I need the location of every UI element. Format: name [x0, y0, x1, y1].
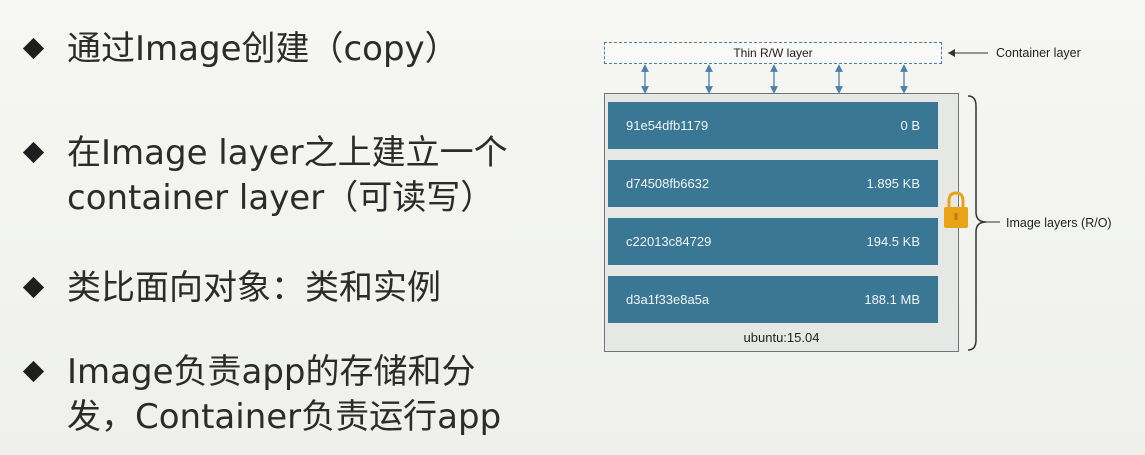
layer-size: 1.895 KB	[866, 176, 921, 191]
bullet-item: 在Image layer之上建立一个 container layer（可读写）	[22, 131, 508, 221]
bullet-text: 类比面向对象：类和实例	[67, 268, 441, 308]
image-layers-label: Image layers (R/O)	[1006, 216, 1112, 230]
container-layer-label: Container layer	[996, 46, 1081, 60]
layer-id: d74508fb6632	[626, 176, 710, 191]
bullet-item: Image负责app的存储和分 发，Container负责运行app	[22, 350, 502, 440]
thin-rw-layer: Thin R/W layer	[604, 42, 942, 64]
layer-size: 188.1 MB	[864, 292, 920, 307]
bullet-item: 通过Image创建（copy）	[22, 27, 459, 72]
image-layer-bar: d3a1f33e8a5a 188.1 MB	[608, 276, 938, 323]
bullet-text: Image负责app的存储和分 发，Container负责运行app	[67, 352, 502, 437]
bullet-text: 通过Image创建（copy）	[67, 29, 459, 69]
container-layer-pointer	[948, 49, 988, 57]
image-layer-bar: 91e54dfb1179 0 B	[608, 102, 938, 149]
base-image-label: ubuntu:15.04	[743, 330, 820, 345]
image-layer-bar: c22013c84729 194.5 KB	[608, 218, 938, 265]
layer-id: c22013c84729	[626, 234, 712, 249]
layer-size: 0 B	[900, 118, 920, 133]
image-layers-brace	[967, 95, 987, 351]
bullet-text: 在Image layer之上建立一个 container layer（可读写）	[67, 133, 508, 218]
layer-id: 91e54dfb1179	[626, 118, 709, 133]
image-layer-bar: d74508fb6632 1.895 KB	[608, 160, 938, 207]
lock-icon	[944, 191, 968, 228]
layer-id: d3a1f33e8a5a	[626, 292, 710, 307]
bullet-item: 类比面向对象：类和实例	[22, 266, 441, 311]
thin-rw-layer-label: Thin R/W layer	[733, 46, 813, 60]
layer-size: 194.5 KB	[866, 234, 921, 249]
